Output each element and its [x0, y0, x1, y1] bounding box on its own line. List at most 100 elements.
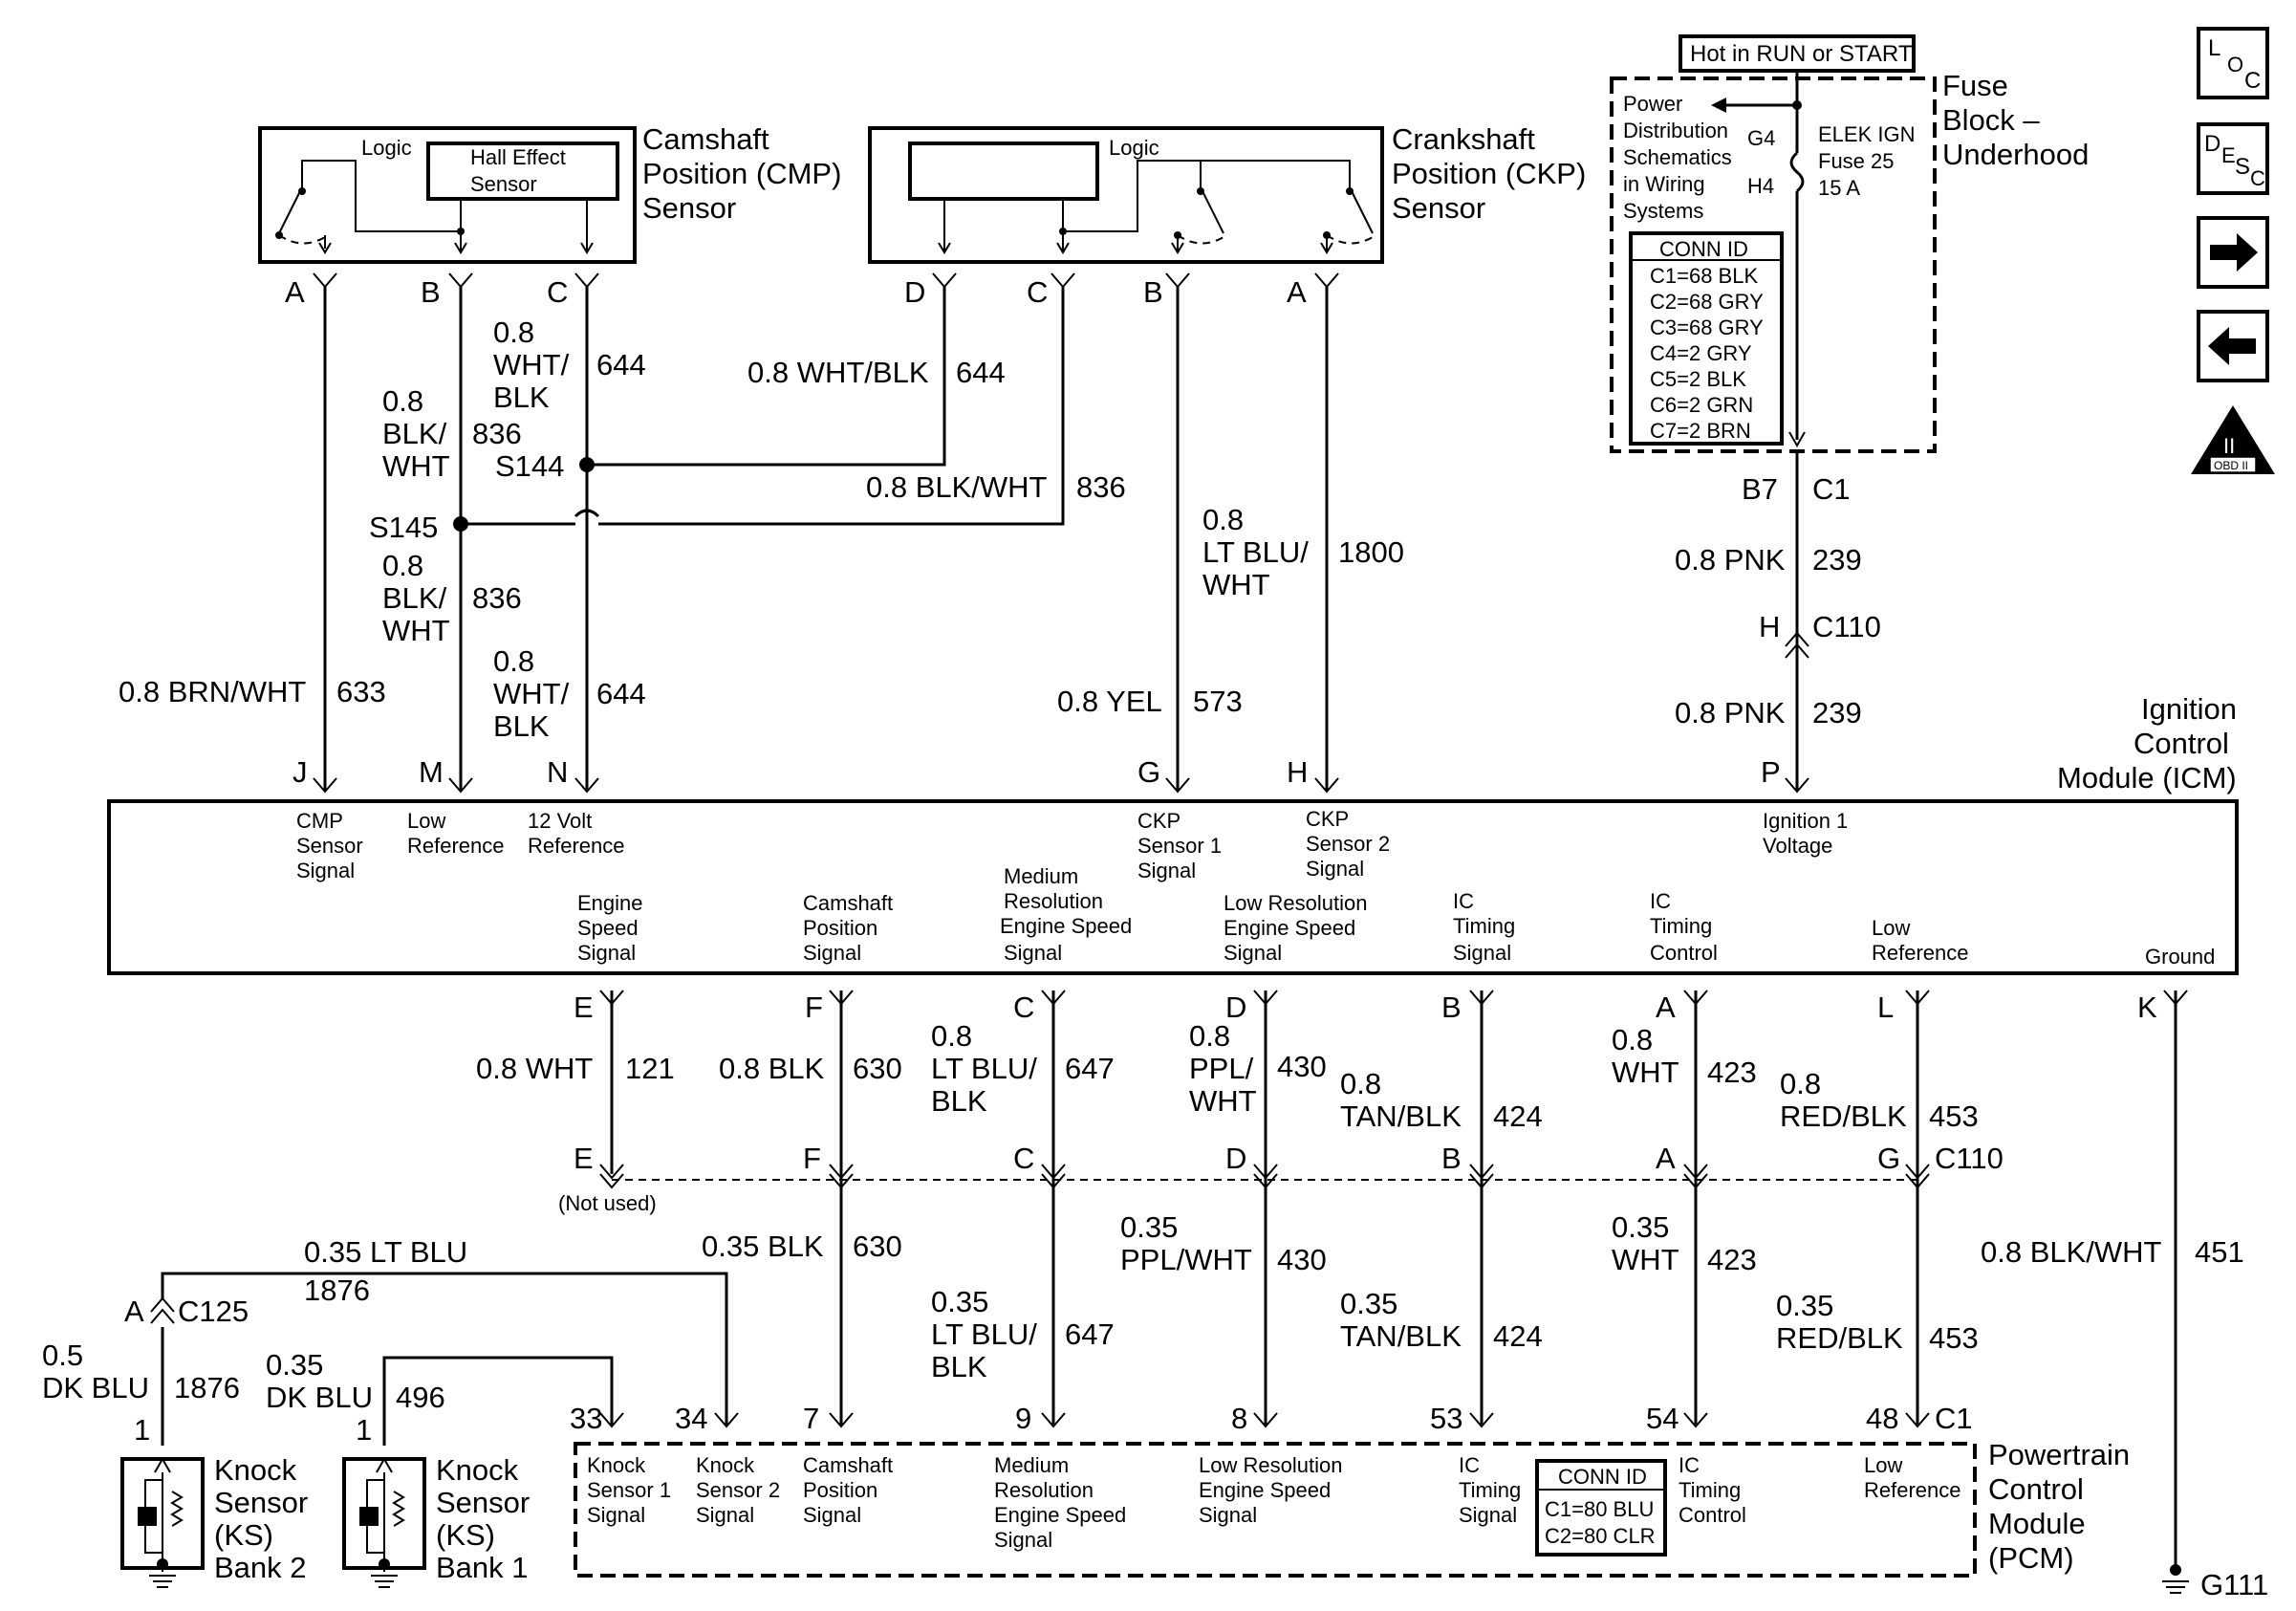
fuse-block: Hot in RUN or START Fuse Block – Underho…	[1610, 34, 2089, 453]
ckp-pin-d: D	[904, 275, 925, 309]
w647-color-1: LT BLU/	[931, 1052, 1037, 1085]
pcm-title-3: Module	[1988, 1507, 2086, 1540]
c110-pin-f: F	[803, 1142, 821, 1175]
ckp-logic-label: Logic	[1109, 136, 1159, 160]
cmp-pin-b: B	[421, 275, 441, 309]
pcm-conn-id-box	[1535, 1459, 1667, 1557]
desc-c: C	[2250, 166, 2265, 190]
conn-c1-fuse: C1	[1812, 472, 1851, 506]
cmp-arrow-icon-2	[318, 242, 332, 254]
icm-label-engspd-3: Signal	[577, 941, 636, 965]
cmp-title-1: Camshaft	[642, 122, 769, 156]
icm-label-cmp-3: Signal	[296, 859, 355, 882]
w424-size: 0.8	[1340, 1067, 1381, 1100]
conn-c110-upper: C110	[1812, 610, 1881, 643]
icm-title-2: Control	[2134, 727, 2229, 760]
ignition-control-module: Ignition Control Module (ICM) J M N G H …	[107, 692, 2239, 1024]
w430-circuit: 430	[1277, 1050, 1327, 1083]
icm-label-ictsig-1: IC	[1453, 889, 1474, 913]
ks1-label-2: Sensor	[436, 1486, 530, 1519]
power-dist-5: Systems	[1623, 199, 1703, 223]
pcm-pin-34: 34	[675, 1402, 707, 1435]
ks2-label-2: Sensor	[214, 1486, 308, 1519]
desc-e: E	[2221, 143, 2236, 167]
icm-label-ictctl-3: Control	[1650, 941, 1718, 965]
cmp-title-2: Position (CMP)	[642, 157, 841, 190]
w239a-circuit: 239	[1812, 543, 1862, 577]
w496-size: 0.35	[266, 1348, 323, 1382]
icm-label-12v-2: Reference	[528, 834, 625, 858]
fuse-symbol-icon	[1789, 151, 1805, 193]
cmp-pin-c: C	[547, 275, 568, 309]
pcm-conn-c1: C1	[1935, 1402, 1973, 1435]
w836b-color-2: WHT	[382, 614, 450, 647]
w644a-circuit: 644	[596, 348, 646, 381]
w836ckp-label: 0.8 BLK/WHT	[866, 470, 1048, 504]
lw430-circuit: 430	[1277, 1243, 1327, 1276]
icm-label-ictctl-2: Timing	[1650, 914, 1712, 938]
fuse-conn-c1: C1=68 BLK	[1650, 264, 1758, 288]
w836a-size: 0.8	[382, 384, 423, 418]
back-arrow-button[interactable]	[2197, 310, 2269, 382]
w239b-label: 0.8 PNK	[1675, 696, 1786, 729]
fuse-name: ELEK IGN	[1818, 122, 1915, 146]
splice-s145-label: S145	[369, 511, 438, 544]
icm-label-lowres-1: Low Resolution	[1224, 891, 1367, 915]
fuse-block-title-2: Block –	[1942, 103, 2040, 137]
loc-button[interactable]: L O C	[2197, 27, 2269, 99]
pcm-label-ks1-3: Signal	[587, 1503, 645, 1527]
arrow-left-icon	[1711, 98, 1726, 113]
ks2-label-3: (KS)	[214, 1518, 273, 1552]
pcm-label-lowres-2: Engine Speed	[1199, 1478, 1331, 1502]
ckp-arrow-icon-2	[1056, 242, 1070, 254]
icm-label-ictsig-3: Signal	[1453, 941, 1511, 965]
ckp-pin-c: C	[1027, 275, 1048, 309]
pin-h: H	[1759, 610, 1780, 643]
pcm-label-ictsig-1: IC	[1459, 1453, 1480, 1477]
fuse-block-title-1: Fuse	[1942, 69, 2008, 102]
fuse-number: Fuse 25	[1818, 149, 1895, 173]
cmp-switch-icon	[278, 186, 303, 234]
pcm-label-ictctl-2: Timing	[1679, 1478, 1741, 1502]
lw423-size: 0.35	[1612, 1210, 1669, 1244]
icm-label-engspd-2: Speed	[577, 916, 639, 940]
icm-label-ground: Ground	[2145, 945, 2215, 969]
pcm-label-ks2-2: Sensor 2	[696, 1478, 780, 1502]
pcm-label-medres-4: Signal	[994, 1528, 1052, 1552]
w644b-color-1: WHT/	[493, 677, 570, 710]
pcm-title-1: Powertrain	[1988, 1438, 2130, 1471]
right-arrow-icon	[2210, 233, 2258, 272]
ks2-pin: 1	[134, 1413, 150, 1447]
fuse-block-outline	[1610, 76, 1937, 453]
ckp-switch-icon-1	[1200, 186, 1224, 234]
cmp-pin-a: A	[285, 275, 305, 309]
ckp-title-2: Position (CKP)	[1392, 157, 1586, 190]
next-arrow-button[interactable]	[2197, 216, 2269, 289]
hall-effect-box	[426, 142, 619, 201]
w424-color: TAN/BLK	[1340, 1099, 1462, 1133]
icm-label-ckp1-2: Sensor 1	[1137, 834, 1222, 858]
pcm-label-ictctl-1: IC	[1679, 1453, 1700, 1477]
desc-button[interactable]: D E S C	[2197, 122, 2269, 195]
knock-sensor-bank-1: Knock Sensor (KS) Bank 1	[342, 1453, 530, 1588]
icm-label-ictsig-2: Timing	[1453, 914, 1515, 938]
w647-size: 0.8	[931, 1019, 972, 1053]
icm-title-1: Ignition	[2141, 692, 2237, 726]
upper-wires: 0.8 WHT/ BLK 644 0.8 BLK/ WHT 836 S144 S…	[119, 272, 1881, 794]
w644b-circuit: 644	[596, 677, 646, 710]
w1876b-size: 0.5	[42, 1339, 83, 1372]
pcm-label-lowres-3: Signal	[1199, 1503, 1257, 1527]
icm-label-medres-4: Signal	[1004, 941, 1062, 965]
icm-pin-h: H	[1287, 755, 1308, 789]
pcm-pin-48: 48	[1866, 1402, 1898, 1435]
obd-ii-button[interactable]: II OBD II	[2191, 405, 2275, 474]
icm-title-3: Module (ICM)	[2057, 761, 2237, 795]
icm-label-lowref2-2: Reference	[1872, 941, 1969, 965]
hall-effect-label-1: Hall Effect	[470, 145, 566, 169]
lw424-size: 0.35	[1340, 1287, 1397, 1320]
pin-g4: G4	[1747, 126, 1775, 150]
icm-label-cam-3: Signal	[803, 941, 861, 965]
pcm-conn-c1: C1=80 BLU	[1545, 1497, 1654, 1521]
ckp-pin-b: B	[1143, 275, 1163, 309]
